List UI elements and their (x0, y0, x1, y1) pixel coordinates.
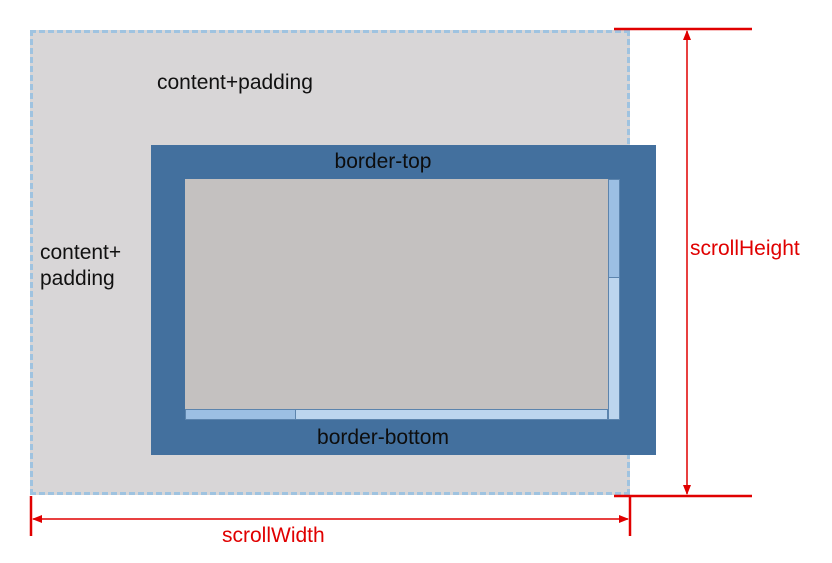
visible-viewport (185, 179, 608, 409)
scroll-height-label: scrollHeight (690, 237, 800, 260)
vertical-scrollbar-thumb[interactable] (609, 180, 619, 278)
content-padding-left-label-line1: content+ (40, 241, 122, 264)
horizontal-scrollbar-thumb[interactable] (186, 410, 296, 419)
scroll-width-label: scrollWidth (222, 524, 325, 547)
content-padding-left-label-line2: padding (40, 267, 115, 290)
vertical-scrollbar[interactable] (608, 179, 620, 420)
border-top-label: border-top (334, 150, 432, 173)
element-border-box: border-top border-bottom (151, 145, 656, 455)
border-bottom-label: border-bottom (317, 426, 449, 449)
content-padding-top-label: content+padding (157, 71, 313, 94)
horizontal-scrollbar[interactable] (185, 409, 608, 420)
content-padding-left-label: content+ padding (40, 240, 121, 292)
